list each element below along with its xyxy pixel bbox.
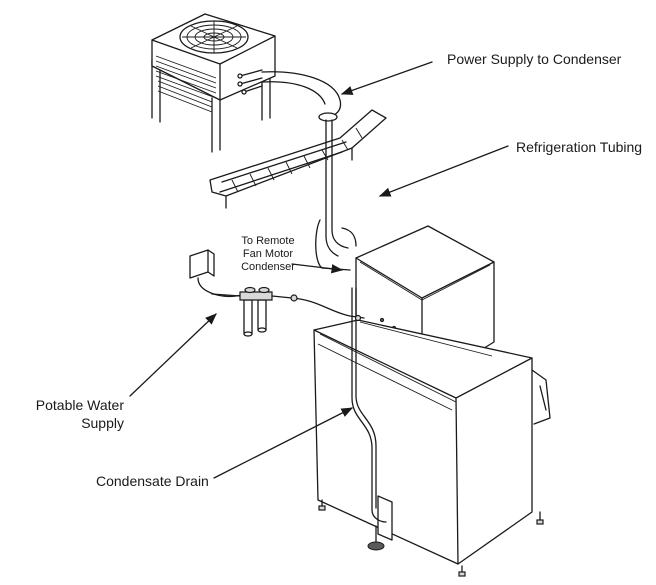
arrow-potable-water xyxy=(129,313,217,397)
arrow-remote-fan xyxy=(291,263,344,274)
label-remote-fan-line2: Fan Motor xyxy=(242,248,294,260)
label-power-supply: Power Supply to Condenser xyxy=(447,51,622,67)
roof-truss xyxy=(209,109,387,209)
ice-storage-bin xyxy=(313,319,551,577)
label-remote-fan-line3: Condenser xyxy=(241,261,295,273)
refrigeration-lines xyxy=(315,119,357,271)
arrow-refrigeration-tubing xyxy=(378,145,509,197)
arrow-power-supply xyxy=(340,61,433,95)
label-refrigeration-tubing: Refrigeration Tubing xyxy=(516,139,643,155)
label-potable-water-line1: Potable Water xyxy=(35,397,124,413)
label-potable-water-line2: Supply xyxy=(81,415,124,431)
leader-arrows xyxy=(129,61,509,479)
label-condensate-drain: Condensate Drain xyxy=(96,473,209,489)
arrow-condensate-drain xyxy=(213,407,354,479)
remote-condenser xyxy=(151,13,276,153)
condensate-drain-tube xyxy=(351,287,387,523)
power-conduit xyxy=(261,71,342,122)
water-supply-assembly xyxy=(189,249,365,337)
label-remote-fan-line1: To Remote xyxy=(241,235,295,247)
